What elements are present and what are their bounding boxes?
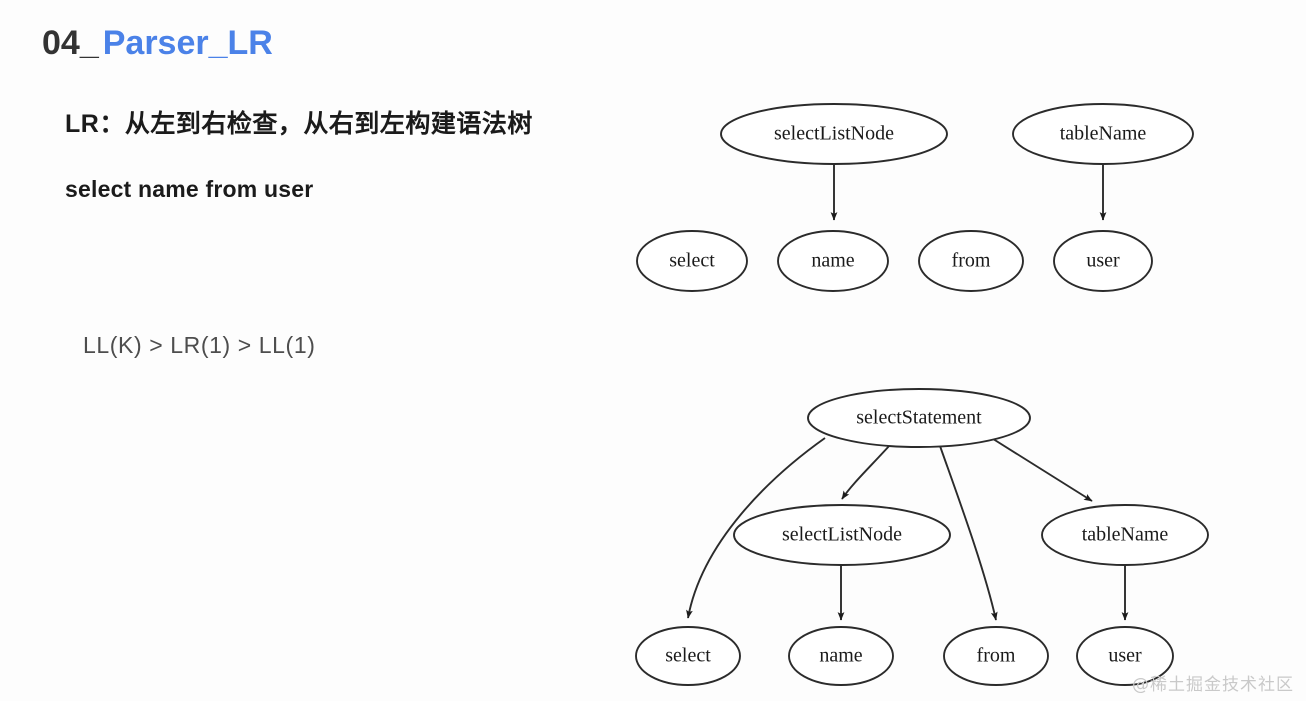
node-from-bottom[interactable]: from — [943, 626, 1049, 686]
node-shape — [1041, 504, 1209, 566]
grammar-precedence-text: LL(K) > LR(1) > LL(1) — [83, 332, 316, 358]
title-number: 04_ — [42, 24, 99, 62]
node-name-bottom[interactable]: name — [788, 626, 894, 686]
node-label: tableName — [1082, 524, 1169, 546]
node-shape — [788, 626, 894, 686]
node-label: selectListNode — [782, 524, 902, 546]
sql-example-text: select name from user — [65, 176, 314, 202]
parse-forest-diagram-top: selectListNode tableName select name fro… — [620, 92, 1220, 304]
node-label: selectStatement — [856, 407, 982, 429]
node-tablename-bottom[interactable]: tableName — [1041, 504, 1209, 566]
edge-selectstatement-to-from — [939, 445, 998, 621]
node-shape — [943, 626, 1049, 686]
node-user-top[interactable]: user — [1053, 230, 1153, 292]
diagram-top-edges — [830, 164, 1107, 221]
node-label: from — [977, 645, 1016, 667]
node-select-bottom[interactable]: select — [635, 626, 741, 686]
node-selectlistnode-bottom[interactable]: selectListNode — [733, 504, 951, 566]
diagram-bottom-edges — [686, 436, 1129, 621]
node-label: name — [819, 645, 862, 667]
page-title: 04_Parser_LR — [42, 24, 273, 63]
node-shape — [1012, 103, 1194, 165]
node-label: user — [1086, 250, 1120, 272]
parse-tree-diagram-bottom: selectStatement selectListNode tableName… — [620, 382, 1240, 700]
node-selectstatement-bottom[interactable]: selectStatement — [807, 388, 1031, 448]
node-select-top[interactable]: select — [636, 230, 748, 292]
node-user-bottom[interactable]: user — [1076, 626, 1174, 686]
node-label: selectListNode — [774, 123, 894, 145]
node-label: name — [811, 250, 854, 272]
edge-selectstatement-to-selectlistnode — [841, 444, 891, 500]
node-shape — [720, 103, 948, 165]
node-shape — [1076, 626, 1174, 686]
node-label: tableName — [1060, 123, 1147, 145]
node-shape — [777, 230, 889, 292]
node-selectlistnode-top[interactable]: selectListNode — [720, 103, 948, 165]
node-from-top[interactable]: from — [918, 230, 1024, 292]
edge-selectstatement-to-select — [686, 437, 826, 619]
node-shape — [807, 388, 1031, 448]
node-shape — [1053, 230, 1153, 292]
node-tablename-top[interactable]: tableName — [1012, 103, 1194, 165]
node-shape — [636, 230, 748, 292]
node-label: select — [665, 645, 711, 667]
edge-selectstatement-to-tablename — [989, 436, 1093, 502]
node-label: from — [952, 250, 991, 272]
node-name-top[interactable]: name — [777, 230, 889, 292]
node-shape — [733, 504, 951, 566]
node-shape — [635, 626, 741, 686]
watermark: @稀土掘金技术社区 — [1132, 675, 1294, 695]
node-label: user — [1108, 645, 1142, 667]
lr-description-text: LR：从左到右检查，从右到左构建语法树 — [65, 110, 533, 138]
title-name: Parser_LR — [102, 24, 273, 62]
node-shape — [918, 230, 1024, 292]
node-label: select — [669, 250, 715, 272]
